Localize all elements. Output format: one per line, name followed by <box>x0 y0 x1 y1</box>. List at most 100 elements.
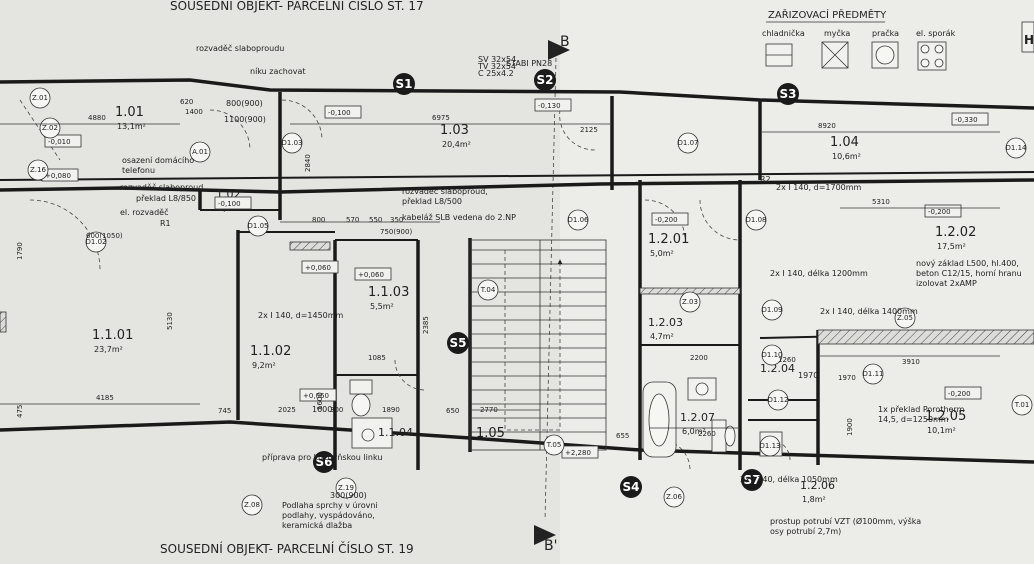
tag-7: D1.07 <box>678 139 699 147</box>
note-9: kabeláž SLB vedena do 2.NP <box>402 213 516 222</box>
note-28: 1970 <box>798 371 818 380</box>
room-label-7: 1.1.04 <box>378 426 413 439</box>
dimension-10: 550 <box>369 216 382 224</box>
note-0: rozvaděč slaboproudu <box>196 43 284 53</box>
room-label-13: 1.2.05 <box>925 409 966 424</box>
room-label-0: 1.01 <box>115 105 144 120</box>
section-ref-circle-3 <box>620 476 642 498</box>
section-ref-circle-0 <box>393 73 415 95</box>
tag-16: Z.05 <box>897 314 913 322</box>
tag-17: Z.06 <box>666 493 682 501</box>
room-label-5: 1.1.02 <box>250 344 291 359</box>
legend-label-stove: el. sporák <box>916 29 956 38</box>
tag-circle-10 <box>761 344 783 366</box>
tag-12: D1.12 <box>768 396 789 404</box>
tag-23: A.01 <box>192 148 208 156</box>
tag-13: D1.13 <box>760 442 781 450</box>
note-7: R2 <box>760 175 771 184</box>
section-ref-1: S2 <box>537 73 554 87</box>
room-label-9: 1.2.01 <box>648 232 689 247</box>
room-area-14: 1,8m² <box>802 495 826 504</box>
section-ref-circle-6 <box>741 469 763 491</box>
washer-icon <box>871 41 899 69</box>
note-22: TV 32x54 <box>477 62 516 71</box>
room-area-13: 10,1m² <box>927 426 956 435</box>
tag-circle-13 <box>759 435 781 457</box>
dimension-7: 5310 <box>872 198 890 206</box>
level-box-0 <box>324 105 362 119</box>
dimension-6: 2840 <box>304 154 312 172</box>
note-5: el. rozvaděč <box>120 207 168 217</box>
note-15: příprava pro kuchyňskou linku <box>262 452 382 462</box>
dimension-26: 1900 <box>846 418 854 436</box>
note-26: 1100(900) <box>224 115 266 124</box>
dimension-31: 300 <box>330 406 343 414</box>
note-20: STABI PN28 <box>506 59 552 68</box>
dimension-17: 650 <box>446 407 459 415</box>
dimension-0: 4880 <box>88 114 106 122</box>
tag-4: D1.03 <box>282 139 303 147</box>
level-value-3: -0,010 <box>48 138 71 146</box>
section-ref-6: S7 <box>744 473 761 487</box>
note-17: 2x I 140, délka 1050mm <box>740 474 838 484</box>
level-value-2: -0,330 <box>955 116 978 124</box>
note-1: níku zachovat <box>250 67 306 76</box>
room-area-10: 17,5m² <box>937 242 966 251</box>
dimension-21: 2260 <box>698 430 716 438</box>
tag-circle-20 <box>543 434 565 456</box>
level-box-8 <box>944 386 982 400</box>
room-label-14: 1.2.06 <box>800 479 835 492</box>
dimension-14: 745 <box>218 407 231 415</box>
room-area-9: 5,0m² <box>650 249 674 258</box>
dimension-22: 655 <box>616 432 629 440</box>
level-box-2 <box>951 112 989 126</box>
tag-circle-5 <box>247 215 269 237</box>
tag-circle-7 <box>677 132 699 154</box>
level-box-6 <box>651 212 689 226</box>
tag-circle-21 <box>1011 394 1033 416</box>
washbasin-icon <box>687 377 717 401</box>
neighbor-top-label: SOUSEDNÍ OBJEKT- PARCELNÍ ČÍSLO ST. 17 <box>170 0 424 13</box>
room-label-3: 1.04 <box>830 135 859 150</box>
note-4: překlad L8/850 <box>136 194 196 203</box>
level-value-12: +2,280 <box>565 449 591 457</box>
tag-5: D1.05 <box>248 222 269 230</box>
section-ref-0: S1 <box>396 77 413 91</box>
dimension-lines <box>0 123 1000 429</box>
dimension-29: 2385 <box>422 316 430 334</box>
room-area-2: 20,4m² <box>442 140 471 149</box>
level-box-3 <box>44 134 82 148</box>
fridge-icon <box>765 43 793 67</box>
room-label-15: 1.2.07 <box>680 411 715 424</box>
shower-icon <box>351 417 393 449</box>
room-area-4: 23,7m² <box>94 345 123 354</box>
room-area-11: 4,7m² <box>650 332 674 341</box>
svg-text:B': B' <box>544 538 557 554</box>
tag-circle-1 <box>39 117 61 139</box>
dimension-32: 750(900) <box>380 228 412 236</box>
dimension-24: 1260 <box>778 356 796 364</box>
tag-circle-19 <box>477 279 499 301</box>
dimension-28: 475 <box>16 405 24 418</box>
svg-text:H: H <box>1024 33 1034 47</box>
legend-label-washer: pračka <box>872 28 899 38</box>
section-ref-3: S4 <box>623 480 640 494</box>
new-foundation-hatch <box>817 329 1034 345</box>
note-25: 800(900) <box>226 99 263 108</box>
bathtub-icon <box>642 381 677 458</box>
level-value-5: -0,100 <box>218 200 241 208</box>
note-21: SV 32x54 <box>478 55 516 64</box>
tag-circle-16 <box>894 307 916 329</box>
staircase <box>469 239 607 451</box>
room-area-3: 10,6m² <box>832 152 861 161</box>
section-ref-circle-4 <box>447 332 469 354</box>
level-box-1 <box>534 98 572 112</box>
dimension-3: 6975 <box>432 114 450 122</box>
dimension-20: 2200 <box>690 354 708 362</box>
tag-circle-2 <box>27 159 49 181</box>
tag-1: Z.02 <box>42 124 58 132</box>
tag-21: T.01 <box>1014 401 1030 409</box>
north-arrow-icon: H <box>1021 21 1034 53</box>
room-label-11: 1.2.03 <box>648 316 683 329</box>
